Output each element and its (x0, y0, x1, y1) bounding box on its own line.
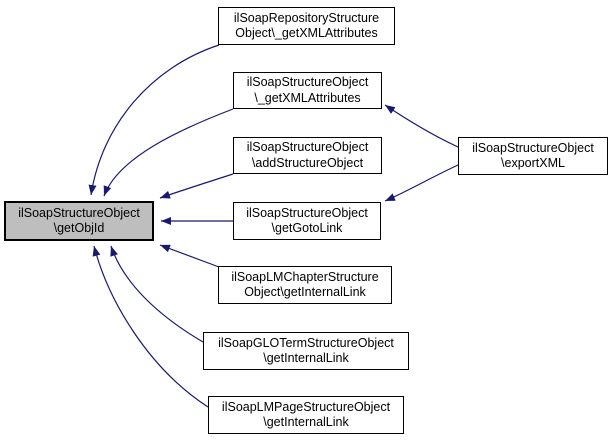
node-structure-getxmlattributes[interactable]: ilSoapStructureObject \_getXMLAttributes (233, 72, 382, 109)
node-label-line: \getObjId (53, 221, 105, 235)
node-gloterm-getinternallink[interactable]: ilSoapGLOTermStructureObject \getInterna… (203, 332, 409, 370)
node-label-line: \getGotoLink (271, 221, 343, 235)
node-label-line: Object\getInternalLink (244, 285, 366, 299)
node-label-line: ilSoapRepositoryStructure (233, 10, 380, 25)
node-lmchapter-getinternallink[interactable]: ilSoapLMChapterStructure Object\getInter… (218, 266, 392, 304)
node-label-line: ilSoapLMPageStructureObject (221, 399, 391, 414)
node-label-line: ilSoapStructureObject (246, 205, 368, 220)
edge-lmchapter-to-getobjid (159, 244, 220, 268)
node-repository-getxmlattributes[interactable]: ilSoapRepositoryStructure Object\_getXML… (218, 7, 395, 45)
edge-getxmlattributes-to-getobjid (103, 108, 234, 197)
node-label-line: ilSoapStructureObject (246, 140, 369, 154)
node-label-line: \getInternalLink (263, 351, 349, 365)
node-label-line: \_getXMLAttributes (254, 90, 361, 105)
node-label-line: ilSoapStructureObject (18, 205, 140, 220)
node-structure-getobjid: ilSoapStructureObject \getObjId (4, 201, 154, 241)
node-label-line: \addStructureObject (251, 155, 364, 170)
edge-repository-to-getobjid (88, 44, 220, 196)
node-label-line: \getInternalLink (263, 415, 349, 429)
node-structure-getgotolink[interactable]: ilSoapStructureObject \getGotoLink (233, 202, 381, 240)
edge-exportxml-to-getgotolink (384, 164, 459, 202)
node-label-line: Object\_getXMLAttributes (235, 26, 378, 40)
node-label-line: ilSoapStructureObject (472, 140, 594, 155)
edge-addstructureobject-to-getobjid (159, 173, 234, 199)
node-label-line: \exportXML (501, 156, 565, 170)
node-label-line: ilSoapStructureObject (246, 75, 369, 89)
node-label-line: ilSoapLMChapterStructure (231, 269, 379, 284)
node-structure-exportxml[interactable]: ilSoapStructureObject \exportXML (458, 137, 608, 175)
node-structure-addstructureobject[interactable]: ilSoapStructureObject \addStructureObjec… (233, 137, 382, 174)
node-label-line: ilSoapGLOTermStructureObject (218, 335, 394, 350)
edge-exportxml-to-getxmlattributes (384, 104, 459, 148)
edge-gloterm-to-getobjid (110, 245, 204, 343)
node-lmpage-getinternallink[interactable]: ilSoapLMPageStructureObject \getInternal… (208, 396, 404, 434)
edge-lmpage-to-getobjid (92, 245, 209, 408)
